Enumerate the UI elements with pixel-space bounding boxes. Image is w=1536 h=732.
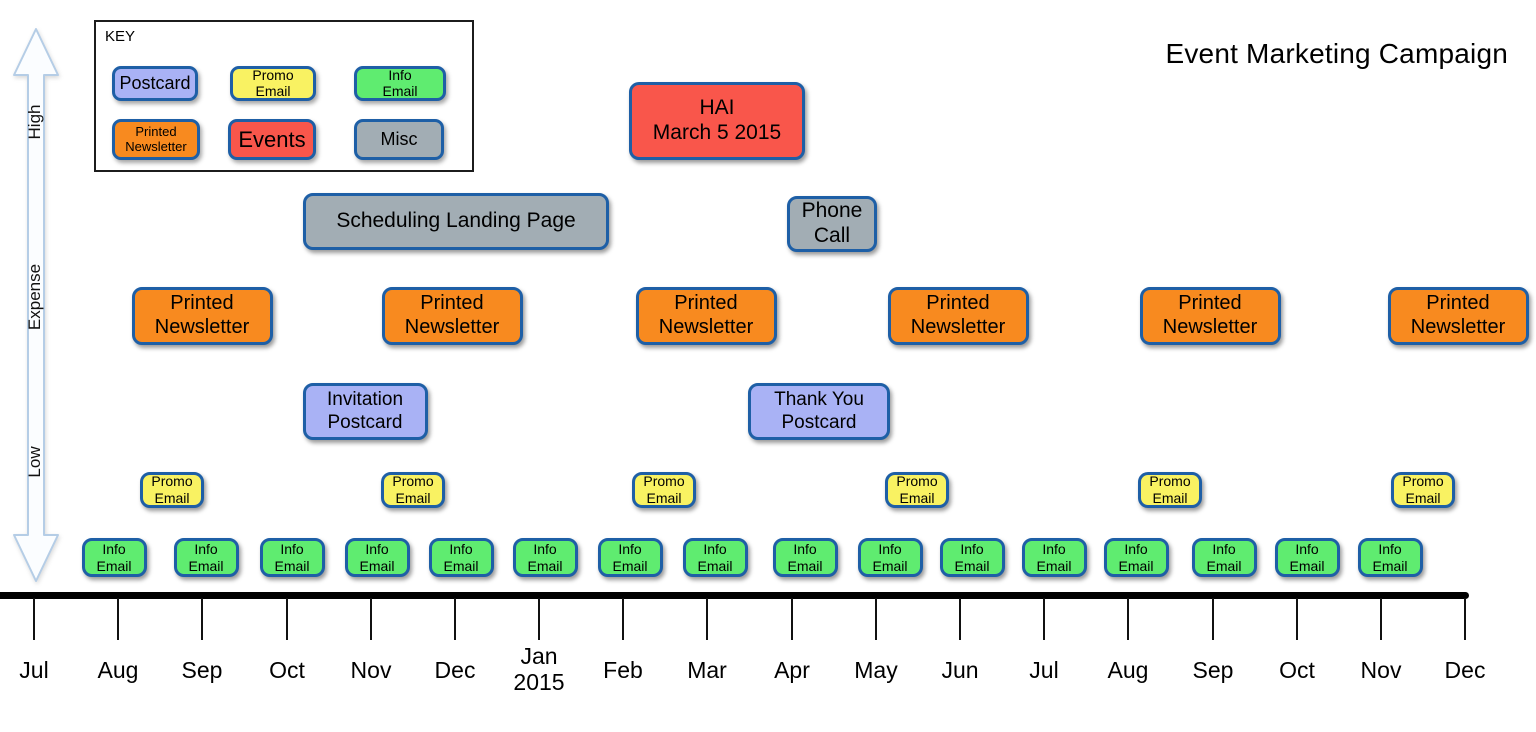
event-box-misc: Scheduling Landing Page [303, 193, 609, 250]
month-label: Feb [603, 657, 643, 683]
month-label: Jul [1029, 657, 1059, 683]
event-box-info_email: Info Email [939, 538, 1005, 577]
event-box-promo_email: Promo Email [381, 472, 445, 508]
timeline-tick [875, 598, 877, 640]
timeline-tick [1043, 598, 1045, 640]
timeline-tick [201, 598, 203, 640]
timeline-tick [791, 598, 793, 640]
month-label: Oct [269, 657, 305, 683]
event-box-info_email: Info Email [81, 538, 147, 577]
legend-swatch-events: Events [228, 119, 316, 160]
event-box-promo_email: Promo Email [1391, 472, 1455, 508]
page-title: Event Marketing Campaign [1165, 38, 1508, 69]
month-label: Apr [774, 657, 810, 683]
event-box-info_email: Info Email [1274, 538, 1340, 577]
timeline-tick [1380, 598, 1382, 640]
event-box-events: HAI March 5 2015 [629, 82, 805, 160]
month-label: Aug [1107, 657, 1149, 683]
month-label: Mar [687, 657, 727, 683]
event-box-printed_newsletter: Printed Newsletter [887, 287, 1029, 345]
event-box-info_email: Info Email [173, 538, 239, 577]
month-label: Dec [1444, 657, 1486, 683]
timeline-axis [0, 592, 1469, 599]
event-box-info_email: Info Email [1191, 538, 1257, 577]
timeline-tick [622, 598, 624, 640]
timeline-tick [959, 598, 961, 640]
event-box-printed_newsletter: Printed Newsletter [1387, 287, 1529, 345]
legend-swatch-printed_newsletter: Printed Newsletter [112, 119, 200, 160]
event-box-info_email: Info Email [772, 538, 838, 577]
event-box-info_email: Info Email [1357, 538, 1423, 577]
month-label: Jul [19, 657, 49, 683]
month-label: Sep [1192, 657, 1234, 683]
timeline-tick [1464, 598, 1466, 640]
event-box-promo_email: Promo Email [1138, 472, 1202, 508]
month-label: Oct [1279, 657, 1315, 683]
timeline-tick [1296, 598, 1298, 640]
event-box-postcard: Thank You Postcard [748, 383, 890, 440]
event-box-info_email: Info Email [344, 538, 410, 577]
timeline-tick [538, 598, 540, 640]
axis-label-expense: Expense [25, 263, 44, 331]
expense-axis-arrow-icon [13, 28, 59, 582]
event-box-printed_newsletter: Printed Newsletter [1139, 287, 1281, 345]
timeline-tick [117, 598, 119, 640]
timeline-tick [706, 598, 708, 640]
event-box-printed_newsletter: Printed Newsletter [381, 287, 523, 345]
event-box-postcard: Invitation Postcard [302, 383, 428, 440]
legend-heading: KEY [105, 28, 136, 45]
timeline-tick [33, 598, 35, 640]
event-box-promo_email: Promo Email [632, 472, 696, 508]
month-label: Jan 2015 [513, 643, 565, 695]
axis-label-high: High [25, 104, 44, 140]
event-box-info_email: Info Email [597, 538, 663, 577]
timeline-tick [1127, 598, 1129, 640]
timeline-tick [370, 598, 372, 640]
event-box-info_email: Info Email [259, 538, 325, 577]
event-box-info_email: Info Email [857, 538, 923, 577]
month-label: Aug [97, 657, 139, 683]
legend-swatch-postcard: Postcard [112, 66, 198, 101]
month-label: Sep [181, 657, 223, 683]
event-box-info_email: Info Email [682, 538, 748, 577]
legend-swatch-misc: Misc [354, 119, 444, 160]
month-label: Dec [434, 657, 476, 683]
event-box-printed_newsletter: Printed Newsletter [131, 287, 273, 345]
event-box-info_email: Info Email [1021, 538, 1087, 577]
event-box-info_email: Info Email [1103, 538, 1169, 577]
timeline-tick [1212, 598, 1214, 640]
event-box-promo_email: Promo Email [885, 472, 949, 508]
event-box-info_email: Info Email [428, 538, 494, 577]
event-box-misc: Phone Call [787, 196, 877, 252]
timeline-tick [454, 598, 456, 640]
axis-label-low: Low [25, 446, 44, 478]
month-label: Jun [941, 657, 979, 683]
month-label: May [854, 657, 898, 683]
timeline-tick [286, 598, 288, 640]
event-box-info_email: Info Email [512, 538, 578, 577]
event-box-printed_newsletter: Printed Newsletter [635, 287, 777, 345]
month-label: Nov [1360, 657, 1402, 683]
legend-swatch-info_email: Info Email [354, 66, 446, 101]
legend-swatch-promo_email: Promo Email [230, 66, 316, 101]
event-box-promo_email: Promo Email [140, 472, 204, 508]
month-label: Nov [350, 657, 392, 683]
